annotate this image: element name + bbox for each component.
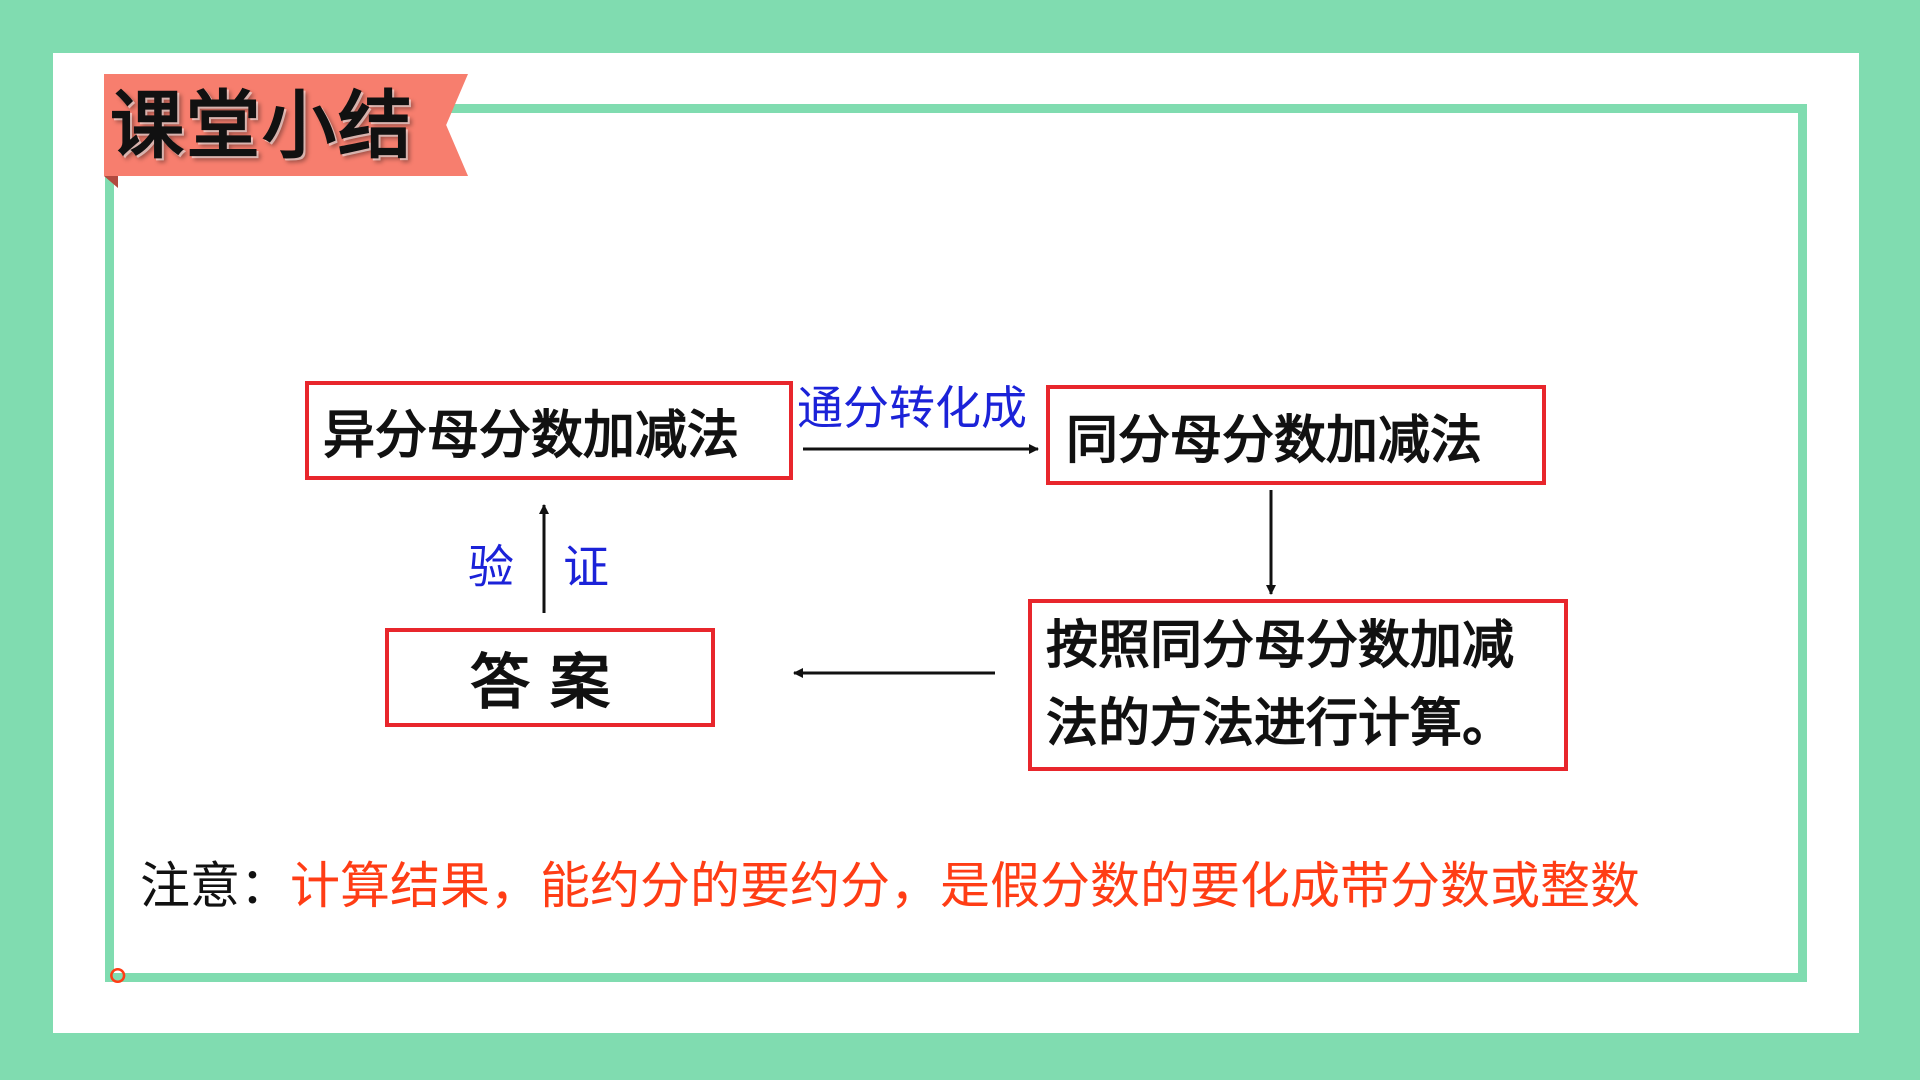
slide-title: 课堂小结	[110, 83, 414, 169]
slide-canvas	[53, 53, 1859, 1033]
title-ribbon-fold	[104, 176, 118, 188]
convert-label: 通分转化成	[797, 381, 1027, 435]
note-text: 计算结果，能约分的要约分，是假分数的要化成带分数或整数	[290, 857, 1640, 915]
homo-denominator-box: 同分母分数加减法	[1046, 385, 1546, 485]
answer-box: 答案	[385, 628, 715, 727]
verify-label-2: 证	[563, 540, 609, 594]
note-end-mark: 。	[108, 934, 158, 992]
compute-method-box: 按照同分母分数加减法的方法进行计算。	[1028, 599, 1568, 771]
hetero-denominator-box: 异分母分数加减法	[305, 381, 793, 480]
content-frame	[105, 104, 1807, 982]
verify-label-1: 验	[468, 540, 514, 594]
title-ribbon	[104, 74, 468, 176]
note-line: 注意：计算结果，能约分的要约分，是假分数的要化成带分数或整数	[140, 850, 1640, 922]
note-label: 注意：	[140, 857, 290, 915]
